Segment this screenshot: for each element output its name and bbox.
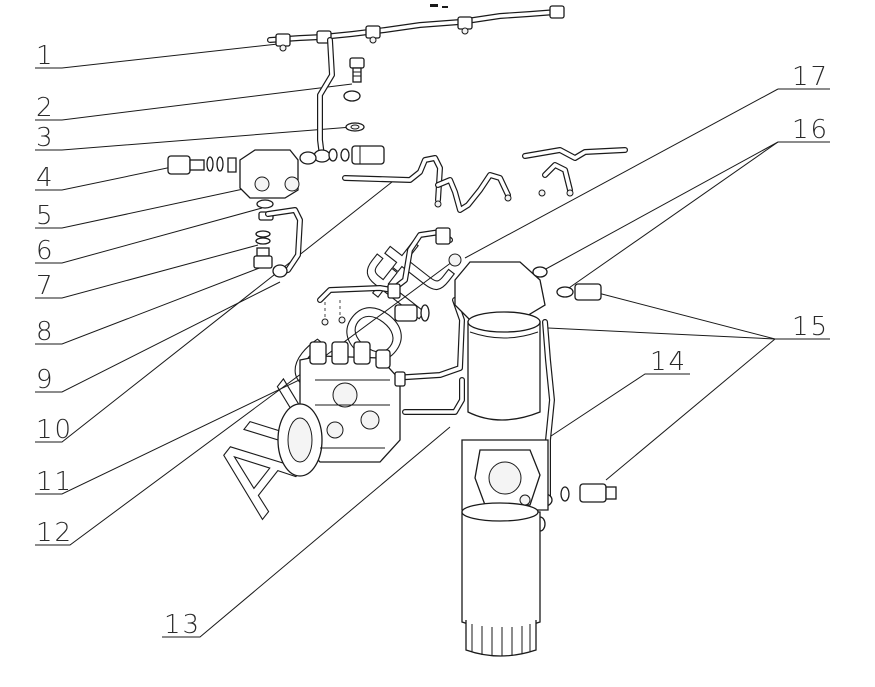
- callout-8: 8: [36, 317, 55, 347]
- part-8-washer: [255, 230, 271, 245]
- part-upper-right-pipes: [522, 147, 628, 197]
- lower-transfer-pump: [461, 439, 549, 532]
- injection-pump: [277, 341, 406, 477]
- callout-6: 6: [36, 236, 55, 266]
- callout-13: 13: [164, 610, 201, 640]
- callout-15: 15: [792, 312, 829, 342]
- part-9-bolt: [253, 247, 273, 269]
- callout-11: 11: [36, 467, 73, 497]
- part-15-banjo-bolt: [560, 483, 617, 503]
- part-1-leakoff-pipe: [267, 4, 565, 52]
- part-2-banjo-bolt: [349, 57, 365, 83]
- callout-5: 5: [36, 201, 55, 231]
- lower-fuel-filter: [461, 502, 541, 657]
- callout-12: 12: [36, 518, 73, 548]
- callout-1: 1: [36, 41, 55, 71]
- part-11-fuel-pipe: [342, 155, 512, 213]
- leader-lines: [35, 43, 830, 638]
- callout-17: 17: [792, 62, 829, 92]
- callout-7: 7: [36, 271, 55, 301]
- callout-labels: 1 2 3 4 5 6 7 8 9 10 11 12 13 14 15 16 1…: [36, 41, 829, 640]
- part-4-bolt: [167, 155, 224, 175]
- part-12-pipe: [317, 227, 453, 326]
- callout-2: 2: [36, 93, 55, 123]
- part-17-filter-head: [394, 253, 602, 322]
- callout-16: 16: [792, 115, 829, 145]
- callout-10: 10: [36, 415, 73, 445]
- part-5-hand-pump-block: [227, 149, 317, 199]
- callout-14: 14: [650, 347, 687, 377]
- part-3-sealing-washer: [345, 122, 365, 132]
- part-10-pipe: [265, 207, 303, 278]
- part-6-washer: [256, 199, 274, 209]
- upper-fuel-filter: [467, 311, 541, 421]
- part-13-return-pipe: [389, 297, 465, 415]
- callout-4: 4: [36, 163, 55, 193]
- callout-9: 9: [36, 365, 55, 395]
- callout-3: 3: [36, 123, 55, 153]
- part-connecting-pipe: [313, 37, 385, 165]
